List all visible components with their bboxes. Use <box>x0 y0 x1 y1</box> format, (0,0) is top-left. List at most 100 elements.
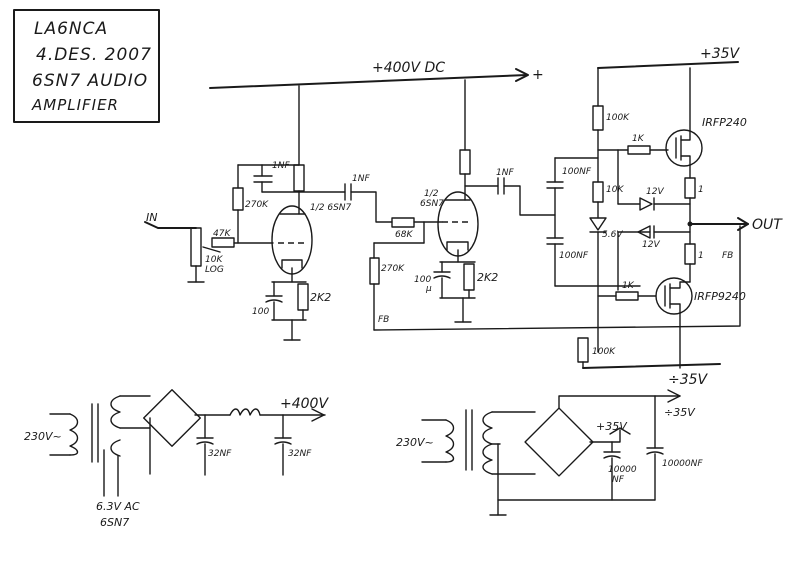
couple-wire-b <box>350 191 393 223</box>
cap-1nf-b-label: 1NF <box>496 168 514 178</box>
zener-12v-bot-label: 12V <box>642 240 660 250</box>
r-100k-bot <box>577 337 589 363</box>
psu-lv-secondary <box>482 411 493 475</box>
r-1k-top-label: 1K <box>632 134 645 144</box>
r-100k-top-label: 100K <box>606 113 630 123</box>
r-source-bot-label: 1 <box>698 251 704 261</box>
zener-5v6 <box>589 217 607 231</box>
psu-lv-pos-label: +35V <box>596 420 628 433</box>
hv-rail-arrow <box>515 68 529 82</box>
psu-lv-neg-wire <box>558 395 681 409</box>
cap-couple-label: 1NF <box>352 174 370 184</box>
r-source-bot <box>684 243 696 265</box>
mosfet-top-drain <box>680 67 691 141</box>
title-subject: 6SN7 AUDIO <box>32 71 148 91</box>
cap-100-a-label: 100 <box>252 307 269 317</box>
r-100k-top <box>592 105 604 131</box>
r-270k-a-label: 270K <box>245 200 269 210</box>
tube2-label-b: 6SN7 <box>420 199 444 209</box>
hv-rail-wire <box>209 74 528 89</box>
r-1k-bot-label: 1K <box>622 281 635 291</box>
out-arrow <box>737 217 749 231</box>
mosfet-top-label: IRFP240 <box>702 116 747 129</box>
psu-lv-cpos-label-a: 10000 <box>608 465 637 475</box>
tube1-label: 1/2 6SN7 <box>310 203 352 213</box>
cap-100-a-plate2 <box>265 299 283 303</box>
r-cathode-2k2-b <box>463 263 475 291</box>
neg-rail-wire <box>582 363 721 369</box>
input-wire <box>144 221 197 229</box>
tube2-cathode <box>446 241 469 251</box>
hv-rail-label: +400V DC <box>372 60 445 76</box>
mosfet-bot-label: IRFP9240 <box>694 290 746 303</box>
psu-lv-mains-label: 230V~ <box>396 436 434 449</box>
out-label: OUT <box>752 217 783 233</box>
output-stage: +35V 100K 10K 5.6V 100K 100NF 100NF 1K <box>546 46 783 388</box>
second-stage: 68K 1/2 6SN7 1NF 270K FB 1 <box>369 79 741 331</box>
r-source-top <box>684 177 696 199</box>
r-plate-47k <box>459 149 471 175</box>
psu-hv-heater-label-b: 6SN7 <box>100 516 129 529</box>
zener-12v-bot <box>637 225 651 239</box>
psu-hv-heater-label-a: 6.3V AC <box>96 500 140 513</box>
psu-lv-neg-label: ÷35V <box>664 406 696 419</box>
input-label: IN <box>146 211 157 224</box>
psu-lv-primary <box>445 419 455 463</box>
r-grid-68k <box>391 217 415 228</box>
r-10k <box>592 181 604 203</box>
cap-1nf-a-label: 1NF <box>272 161 290 171</box>
psu-hv-c2-plate2 <box>274 441 292 445</box>
fb-left-label: FB <box>378 315 389 325</box>
hv-rail-plus: + <box>532 67 544 83</box>
mosfet-top-source <box>680 155 691 179</box>
r-270k-a <box>232 187 244 211</box>
zener-5v6-label: 5.6V <box>602 230 623 240</box>
psu-lv-cpos-label-b: NF <box>612 475 625 485</box>
r-10k-label: 10K <box>606 185 624 195</box>
psu-hv: 230V~ 6.3V AC 6SN7 +400V 32NF 32NF <box>24 389 329 529</box>
r-plate-100k <box>293 164 305 192</box>
r-grid-47k <box>211 237 235 248</box>
tube1-envelope <box>271 205 313 275</box>
mosfet-bot-source <box>669 281 691 289</box>
cap-100-b-label: 100 <box>414 275 431 285</box>
psu-lv-neg-arrow <box>667 389 681 403</box>
input-stage: IN 10K LOG 47K 1/2 6SN7 1NF 270K <box>144 85 393 341</box>
fb-return-line <box>373 225 741 331</box>
psu-hv-secondary <box>110 395 121 429</box>
zener-12v-top-label: 12V <box>646 187 664 197</box>
psu-hv-choke <box>229 408 261 416</box>
psu-hv-mains-label: 230V~ <box>24 430 62 443</box>
pot-wiper <box>202 246 221 253</box>
title-box <box>13 9 160 123</box>
cap-100-b-plate2 <box>433 275 451 279</box>
psu-lv: 230V~ +35V ÷35V 10000 NF 10000NF <box>396 389 703 516</box>
volume-pot <box>190 227 202 267</box>
tube2-label-a: 1/2 <box>424 189 439 199</box>
fb-right-label: FB <box>722 251 733 261</box>
pos-rail-wire <box>597 61 739 69</box>
psu-hv-bridge <box>143 389 201 447</box>
title-type: AMPLIFIER <box>31 96 119 114</box>
pos-rail-label: +35V <box>700 46 741 62</box>
tube2-envelope <box>437 191 479 257</box>
r-cathode-2k2-a <box>297 283 309 311</box>
cap-100-b-unit: µ <box>425 284 432 294</box>
psu-lv-cneg-plate2 <box>646 451 664 455</box>
c100nf-b-label: 100NF <box>559 251 589 261</box>
c100nf-a-label: 100NF <box>562 167 592 177</box>
r-cathode-2k2-b-label: 2K2 <box>477 271 498 284</box>
title-callsign: LA6NCA <box>34 19 108 39</box>
r-1k-top <box>627 145 651 155</box>
psu-lv-bridge <box>524 407 594 477</box>
r-grid-47k-label: 47K <box>213 229 231 239</box>
title-block: LA6NCA 4.DES. 2007 6SN7 AUDIO AMPLIFIER <box>13 9 160 123</box>
r-270k-b <box>369 257 380 285</box>
psu-lv-cpos-plate2 <box>603 455 621 459</box>
psu-hv-arrow <box>311 408 325 422</box>
psu-hv-heater-winding <box>110 439 121 457</box>
psu-hv-c1-plate2 <box>196 441 214 445</box>
tube1-cathode <box>281 259 303 269</box>
